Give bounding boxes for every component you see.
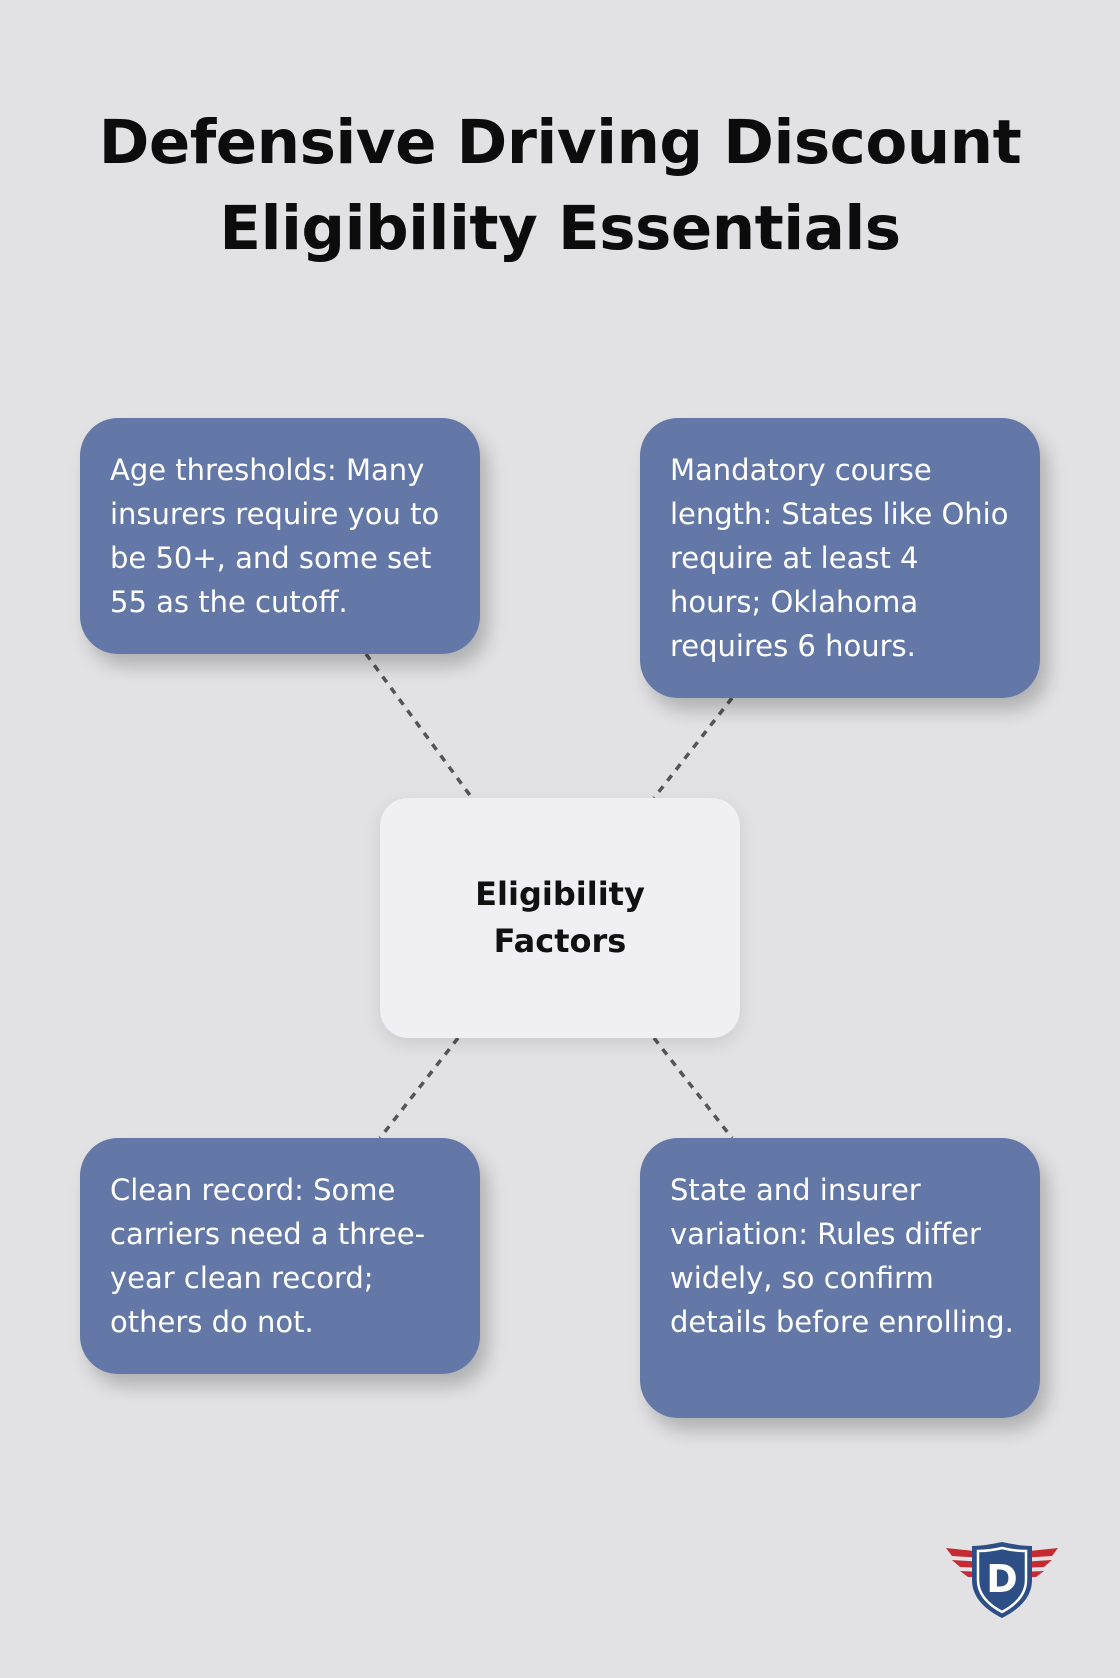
center-label: Eligibility Factors <box>475 875 645 960</box>
connector-top-right <box>652 696 734 800</box>
factor-card-text: Mandatory course length: States like Ohi… <box>670 453 1009 663</box>
factor-card-text: Age thresholds: Many insurers require yo… <box>110 453 440 619</box>
title-line-2: Eligibility Essentials <box>219 193 901 264</box>
center-node: Eligibility Factors <box>380 798 740 1038</box>
factor-card-age: Age thresholds: Many insurers require yo… <box>80 418 480 654</box>
connector-top-left <box>364 652 474 800</box>
factor-card-clean-record: Clean record: Some carriers need a three… <box>80 1138 480 1374</box>
factor-card-variation: State and insurer variation: Rules diffe… <box>640 1138 1040 1418</box>
factor-card-text: Clean record: Some carriers need a three… <box>110 1173 426 1339</box>
title-line-1: Defensive Driving Discount <box>98 107 1022 178</box>
connector-bottom-right <box>652 1036 734 1140</box>
connector-bottom-left <box>378 1036 460 1140</box>
factor-card-text: State and insurer variation: Rules diffe… <box>670 1173 1014 1339</box>
factor-card-course-length: Mandatory course length: States like Ohi… <box>640 418 1040 698</box>
shield-inner-rim <box>976 1546 1028 1614</box>
shield-wings-logo-icon: D <box>946 1542 1058 1618</box>
shield-icon <box>972 1542 1032 1618</box>
logo-letter: D <box>986 1557 1018 1601</box>
page-title: Defensive Driving Discount Eligibility E… <box>0 100 1120 272</box>
